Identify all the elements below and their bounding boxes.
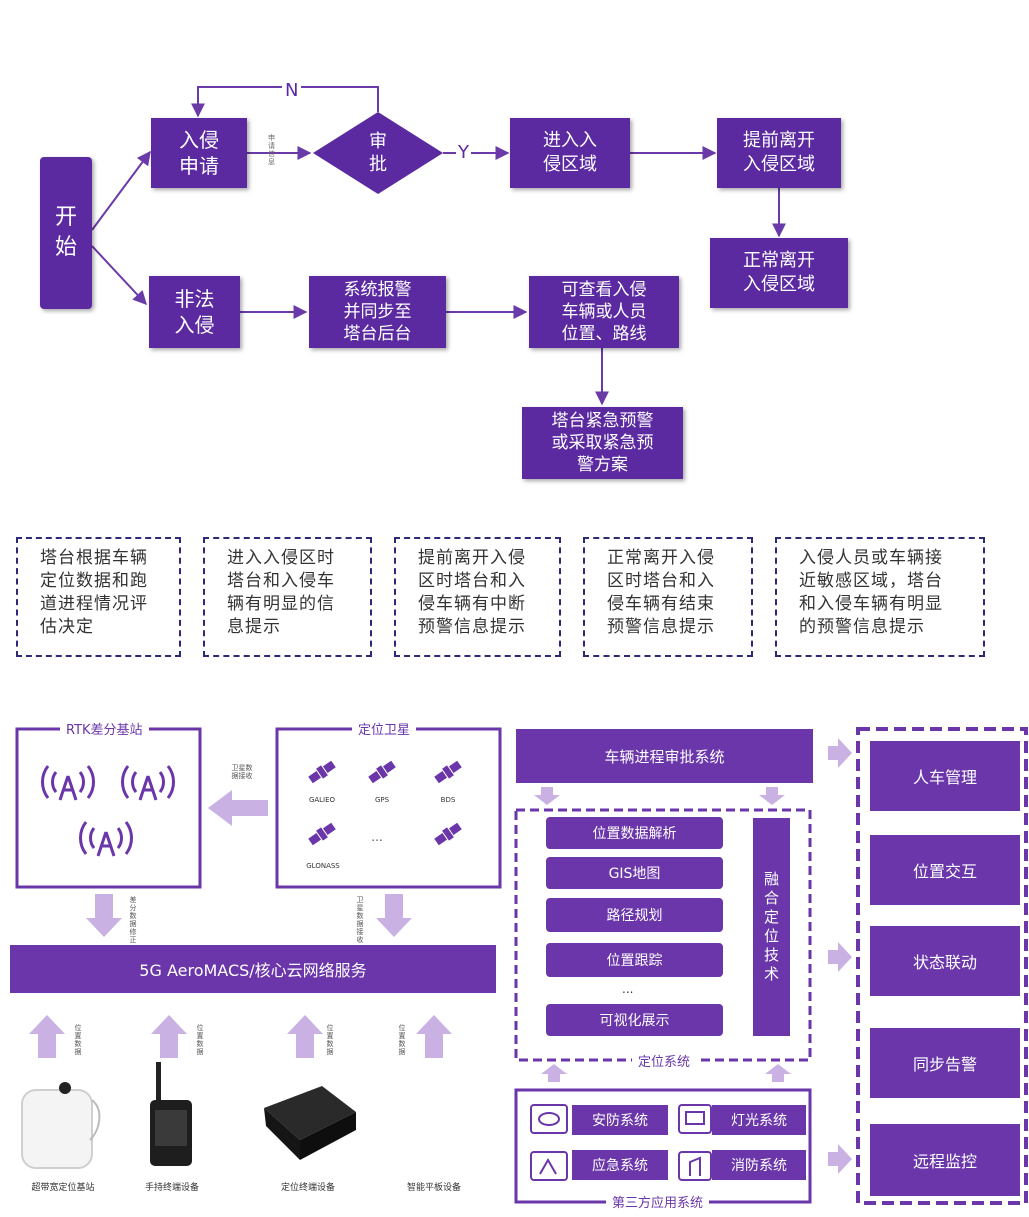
fusion-tech-column: 融 合 定 位 技 术 xyxy=(753,818,790,1036)
satellite-title: 定位卫星 xyxy=(352,719,417,738)
loc-data-label-4: 位置数据 xyxy=(398,1024,406,1056)
sat-ellipsis: ... xyxy=(371,830,383,844)
illegal-intrusion-box: 非法 入侵 xyxy=(149,276,240,348)
right-item-status-link: 状态联动 xyxy=(870,926,1020,996)
sat-name-bds: BDS xyxy=(440,796,456,804)
pos-item-track: 位置跟踪 xyxy=(546,943,723,977)
positioning-system-title: 定位系统 xyxy=(632,1051,697,1070)
right-item-sync-alarm: 同步告警 xyxy=(870,1028,1020,1098)
emergency-box: 塔台紧急预警 或采取紧急预 警方案 xyxy=(522,407,683,479)
sat-receive-label: 卫星数据接收 xyxy=(231,764,253,780)
pos-item-parse: 位置数据解析 xyxy=(546,817,723,849)
right-item-remote-monitor: 远程监控 xyxy=(870,1124,1020,1196)
note-sensitive: 入侵人员或车辆接 近敏感区域，塔台 和入侵车辆有明显 的预警信息提示 xyxy=(775,537,985,657)
request-info-label: 申请信息 xyxy=(268,134,275,166)
satellite-icons xyxy=(308,760,462,846)
pos-item-gis: GIS地图 xyxy=(546,857,723,889)
right-item-location-interact: 位置交互 xyxy=(870,835,1020,905)
sat-name-glonass: GLONASS xyxy=(306,862,340,870)
enter-zone-box: 进入入 侵区域 xyxy=(510,118,630,188)
check-location-box: 可查看入侵 车辆或人员 位置、路线 xyxy=(529,276,679,348)
third-party-lighting: 灯光系统 xyxy=(712,1105,806,1135)
loc-data-label-3: 位置数据 xyxy=(326,1024,334,1056)
device-uwb-base: 超带宽定位基站 xyxy=(31,1183,95,1193)
loc-data-label-1: 位置数据 xyxy=(74,1024,82,1056)
diff-correction-label: 差分数据修正 xyxy=(129,896,137,944)
third-party-icons xyxy=(530,1104,712,1181)
note-assess: 塔台根据车辆 定位数据和跑 道进程情况评 估决定 xyxy=(16,537,181,657)
third-party-title: 第三方应用系统 xyxy=(606,1192,710,1211)
alarm-sync-box: 系统报警 并同步至 塔台后台 xyxy=(309,276,446,348)
loc-data-label-2: 位置数据 xyxy=(196,1024,204,1056)
no-label: N xyxy=(282,80,302,101)
third-party-fire: 消防系统 xyxy=(712,1150,806,1180)
yes-label: Y xyxy=(456,142,471,163)
device-handheld: 手持终端设备 xyxy=(144,1183,199,1193)
note-enter: 进入入侵区时 塔台和入侵车 辆有明显的信 息提示 xyxy=(203,537,372,657)
network-service-bar: 5G AeroMACS/核心云网络服务 xyxy=(10,945,496,993)
leave-early-box: 提前离开 入侵区域 xyxy=(717,118,841,188)
pos-item-visual: 可视化展示 xyxy=(546,1004,723,1036)
sat-name-gps: GPS xyxy=(374,796,390,804)
approval-system-bar: 车辆进程审批系统 xyxy=(516,729,813,783)
rtk-antenna-icons xyxy=(41,765,175,857)
note-leave-normal: 正常离开入侵 区时塔台和入 侵车辆有结束 预警信息提示 xyxy=(583,537,753,657)
third-party-security: 安防系统 xyxy=(572,1105,668,1135)
pos-item-route: 路径规划 xyxy=(546,898,723,932)
sat-receive-label-2: 卫星数据接收 xyxy=(356,896,364,944)
approve-label: 审 批 xyxy=(369,131,387,175)
leave-normal-box: 正常离开 入侵区域 xyxy=(710,238,848,308)
pos-ellipsis: ... xyxy=(622,982,634,996)
rtk-title: RTK差分基站 xyxy=(60,719,149,738)
third-party-emergency: 应急系统 xyxy=(572,1150,668,1180)
device-illustrations xyxy=(21,1062,356,1169)
device-tablet: 智能平板设备 xyxy=(406,1183,461,1193)
approve-diamond xyxy=(313,112,443,194)
right-item-vehicle-mgmt: 人车管理 xyxy=(870,741,1020,811)
start-box: 开 始 xyxy=(40,157,92,309)
intrusion-request-box: 入侵 申请 xyxy=(151,118,247,188)
note-leave-early: 提前离开入侵 区时塔台和入 侵车辆有中断 预警信息提示 xyxy=(394,537,561,657)
sat-name-galileo: GALIEO xyxy=(308,796,336,804)
device-locator: 定位终端设备 xyxy=(280,1183,335,1193)
